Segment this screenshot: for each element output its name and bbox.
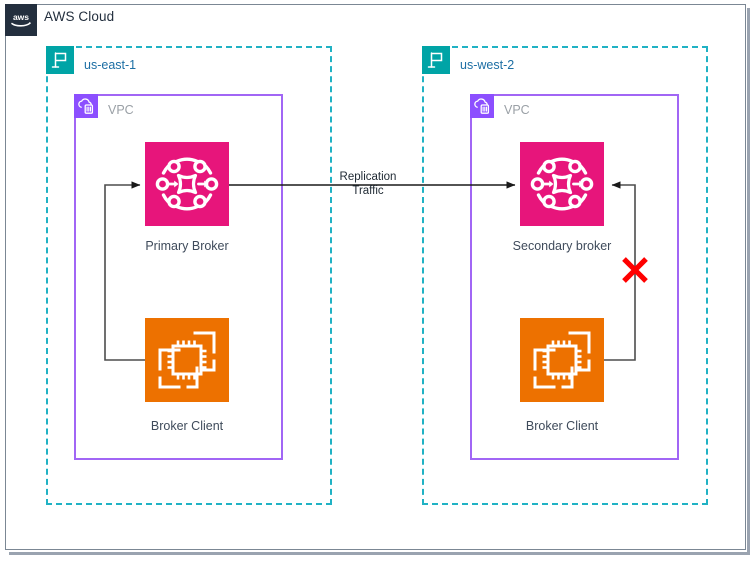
edge-label-line-1: Replication	[339, 171, 397, 183]
node-label-broker-client-west: Broker Client	[525, 419, 599, 433]
edge-label-replication-traffic: Replication Traffic	[291, 170, 445, 198]
cloud-shadow-right	[747, 8, 750, 554]
region-label-us-east-1: us-east-1	[84, 58, 137, 72]
edge-label-line-2: Traffic	[352, 185, 384, 197]
cloud-shadow-bottom	[9, 552, 750, 555]
region-flag-icon	[46, 46, 74, 74]
region-flag-icon	[422, 46, 450, 74]
aws-logo-icon: aws	[5, 4, 37, 36]
vpc-label-us-east-1: VPC	[108, 103, 134, 117]
vpc-box-us-east-1	[74, 94, 283, 460]
amazon-mq-broker-icon[interactable]	[520, 142, 604, 226]
ec2-instances-icon[interactable]	[520, 318, 604, 402]
node-label-secondary-broker: Secondary broker	[512, 239, 612, 253]
svg-text:aws: aws	[13, 12, 29, 22]
region-box-us-east-1	[46, 46, 332, 505]
vpc-box-us-west-2	[470, 94, 679, 460]
region-box-us-west-2	[422, 46, 708, 505]
amazon-mq-broker-icon[interactable]	[145, 142, 229, 226]
ec2-instances-icon[interactable]	[145, 318, 229, 402]
aws-cloud-title: AWS Cloud	[44, 9, 115, 24]
vpc-cloud-icon	[74, 94, 98, 118]
region-label-us-west-2: us-west-2	[460, 58, 515, 72]
vpc-label-us-west-2: VPC	[504, 103, 530, 117]
vpc-cloud-icon	[470, 94, 494, 118]
node-label-broker-client-east: Broker Client	[150, 419, 224, 433]
node-label-primary-broker: Primary Broker	[145, 239, 229, 253]
